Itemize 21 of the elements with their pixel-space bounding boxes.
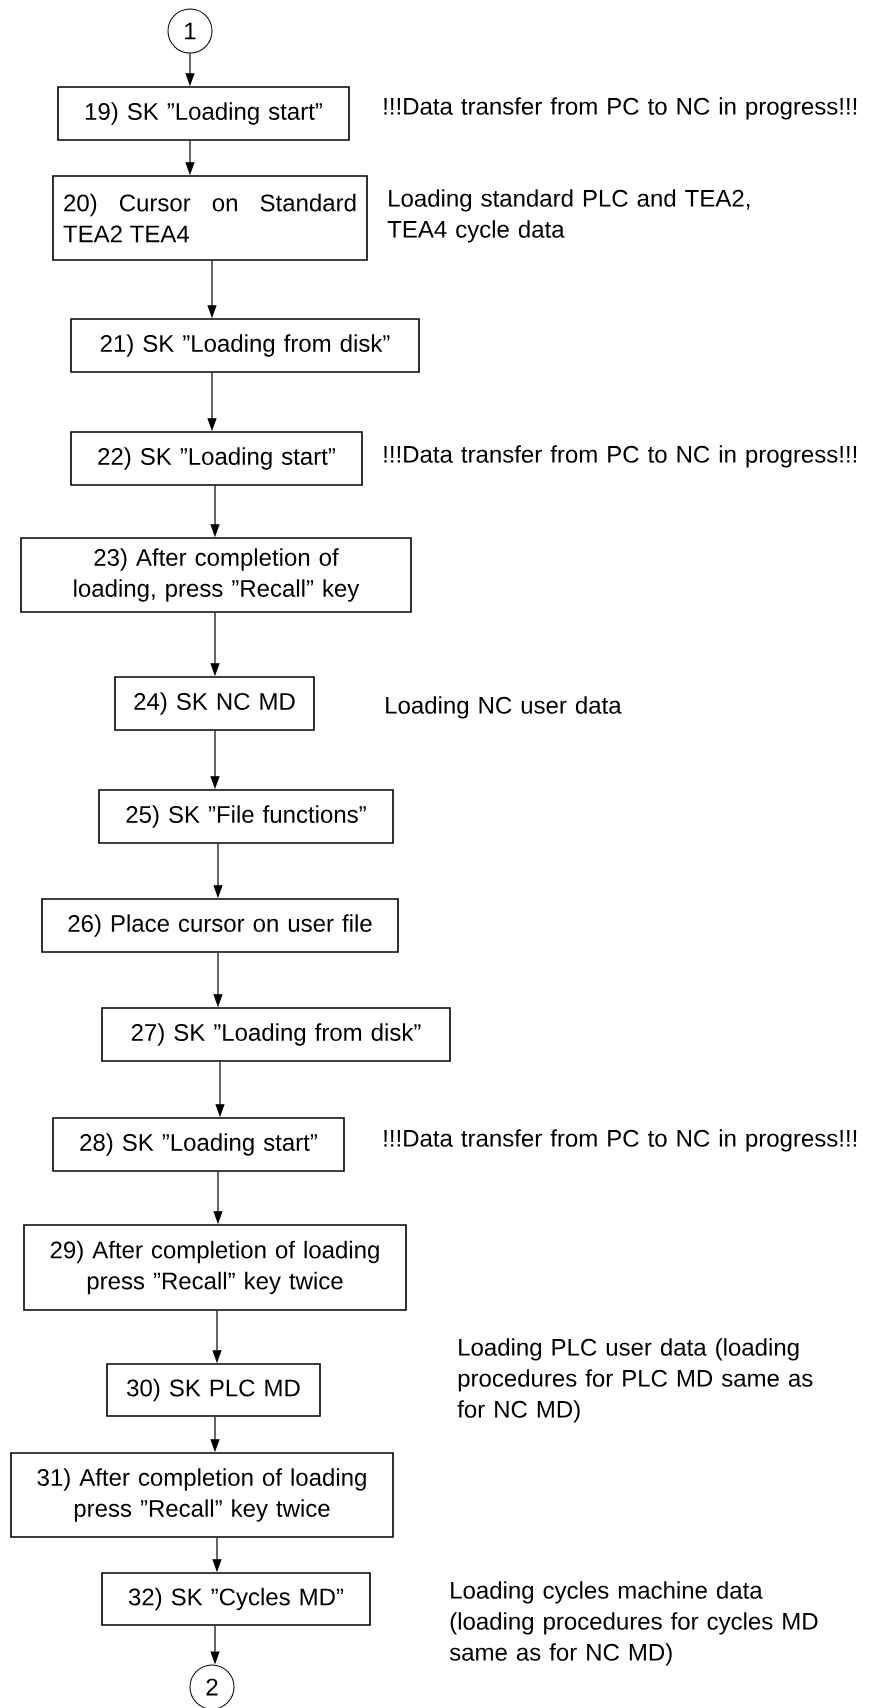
process-box: 19) SK ”Loading start”: [57, 86, 350, 141]
process-box: 27) SK ”Loading from disk”: [101, 1007, 451, 1062]
process-box: 23) After completion of loading, press ”Recall” key: [20, 537, 412, 613]
process-box: 22) SK ”Loading start”: [70, 431, 363, 486]
process-box: 24) SK NC MD: [114, 676, 315, 731]
note-text: !!!Data transfer from PC to NC in progress!!!: [384, 97, 857, 120]
note-text: Loading PLC user data (loading procedures for PLC MD same as for NC MD): [457, 1338, 813, 1423]
note-text: Loading standard PLC and TEA2, TEA4 cycle data: [387, 189, 750, 243]
process-box: 30) SK PLC MD: [106, 1363, 321, 1417]
process-box: 20) Cursor on Standard TEA2 TEA4: [52, 175, 368, 261]
process-box: 21) SK ”Loading from disk”: [70, 318, 420, 373]
note-text: Loading NC user data: [386, 696, 622, 719]
process-box: 32) SK ”Cycles MD”: [101, 1572, 371, 1626]
process-box: 29) After completion of loading press ”Recall” key twice: [23, 1224, 407, 1311]
process-box: 28) SK ”Loading start”: [52, 1117, 345, 1172]
note-text: !!!Data transfer from PC to NC in progress!!!: [384, 445, 857, 468]
process-box: 25) SK ”File functions”: [98, 789, 394, 844]
note-text: !!!Data transfer from PC to NC in progress!!!: [384, 1129, 857, 1152]
note-text: Loading cycles machine data (loading procedures for cycles MD same as for NC MD): [449, 1581, 818, 1666]
process-box: 31) After completion of loading press ”Recall” key twice: [10, 1452, 394, 1538]
process-box: 26) Place cursor on user file: [41, 898, 399, 953]
